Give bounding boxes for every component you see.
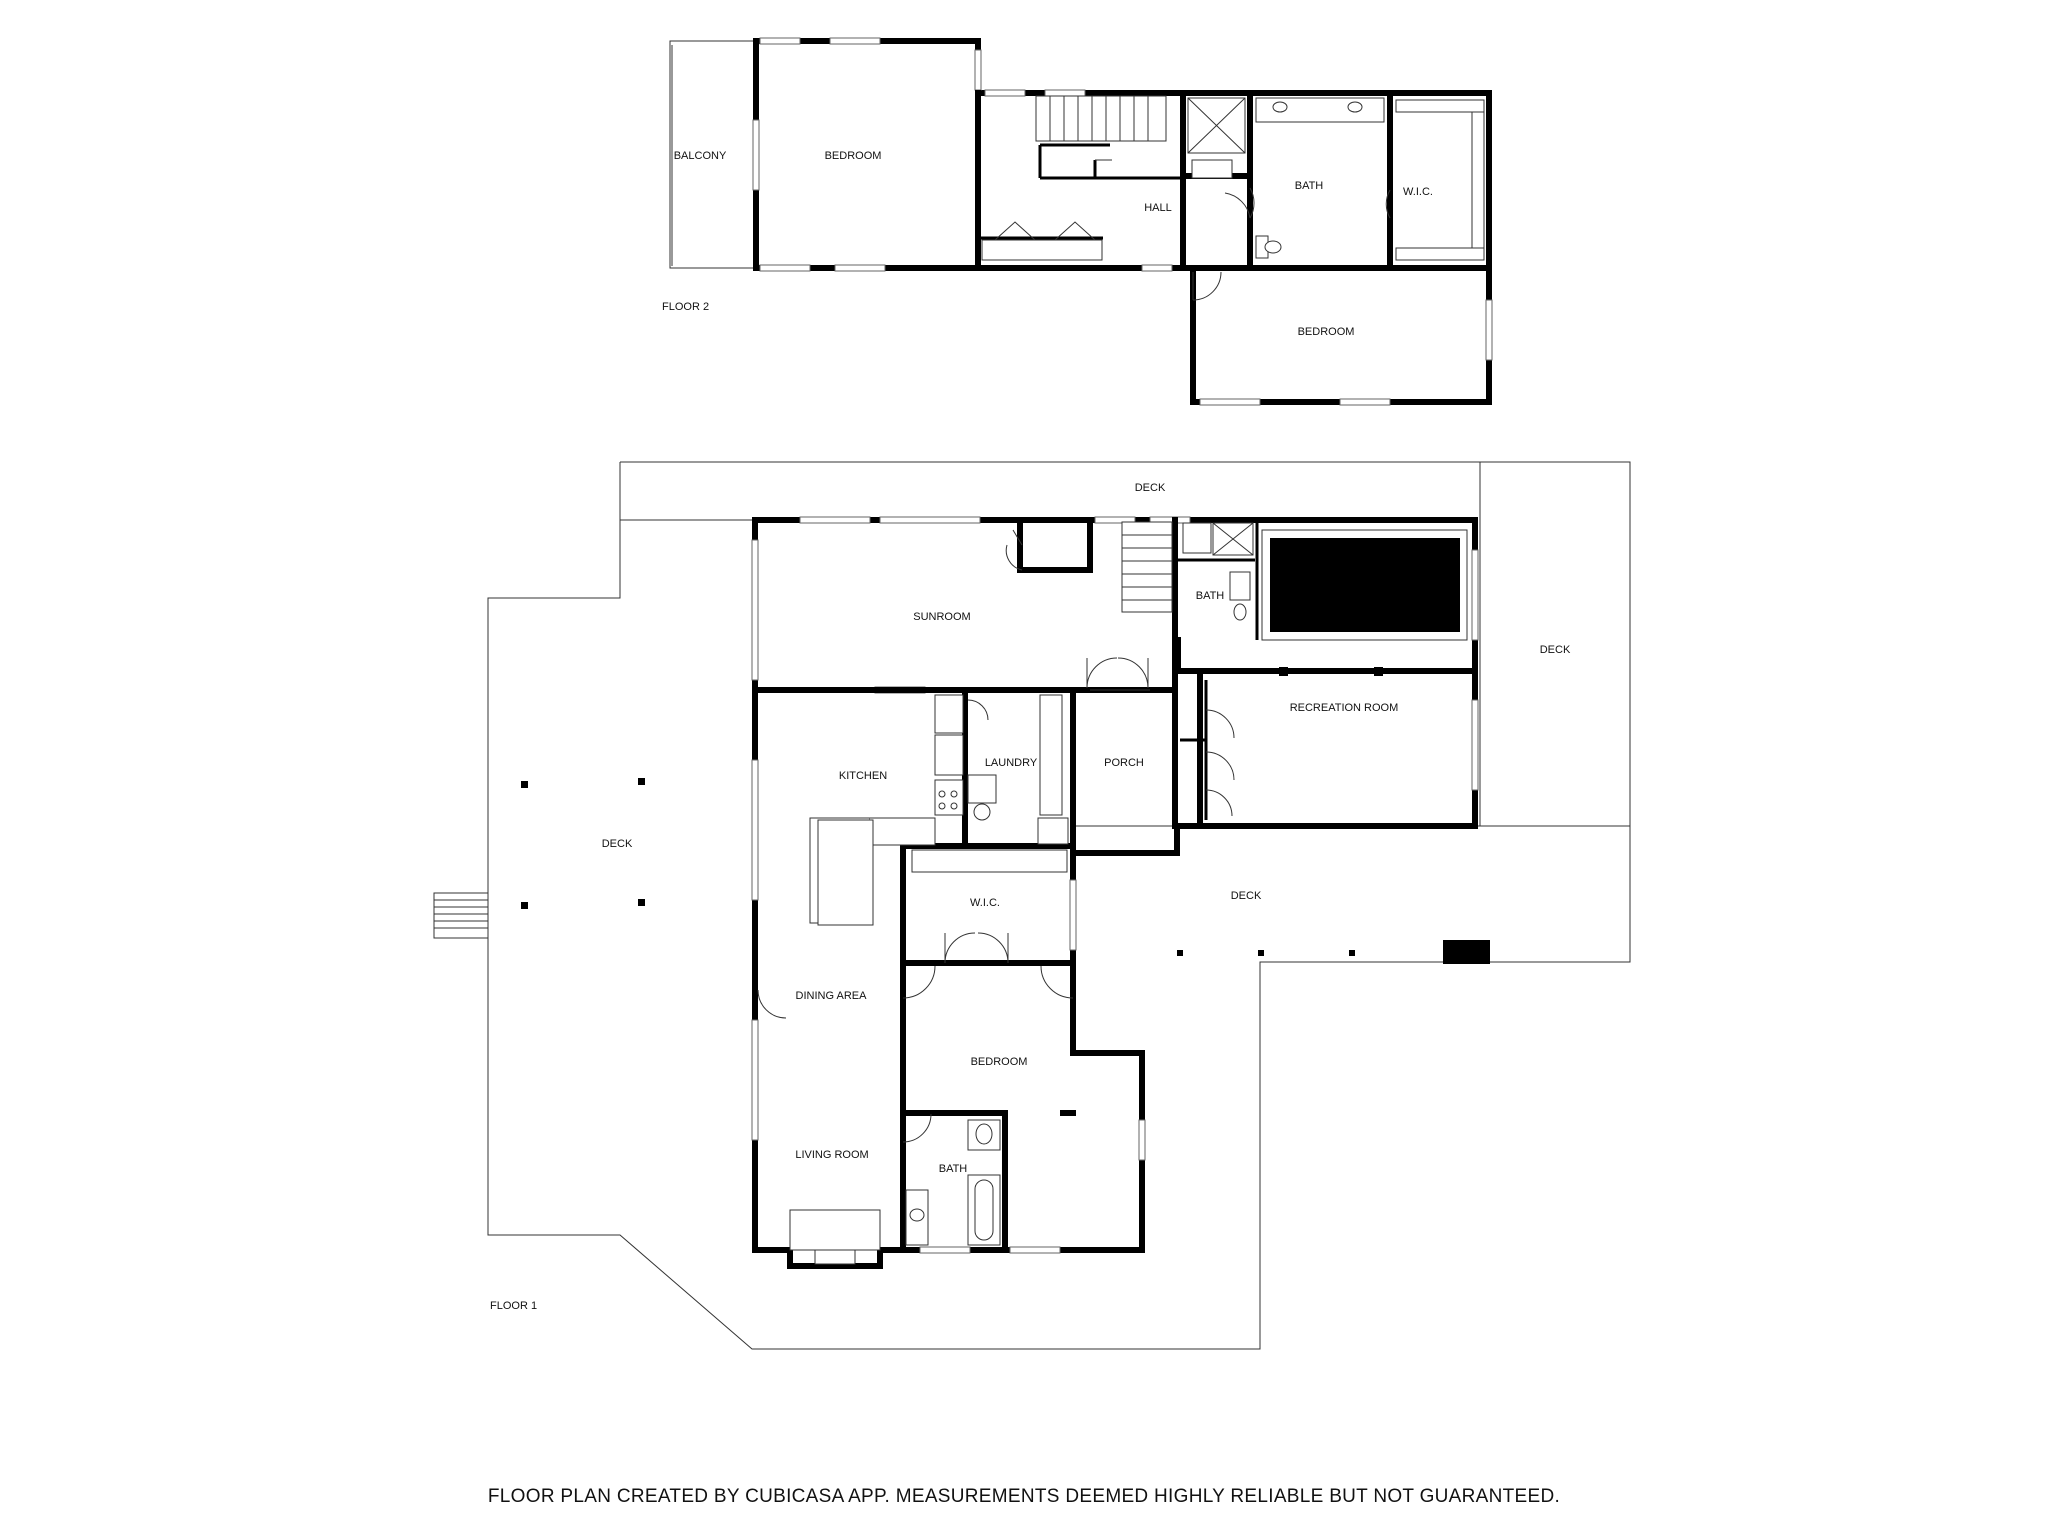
dining-area-label: DINING AREA — [796, 990, 868, 1002]
living-room-label: LIVING ROOM — [795, 1149, 868, 1161]
porch-label: PORCH — [1104, 757, 1144, 769]
stairs-floor1 — [1121, 521, 1173, 613]
balcony-label: BALCONY — [674, 150, 727, 162]
floor-1-plan — [433, 461, 1631, 1350]
deck-left-label: DECK — [602, 838, 633, 850]
wic-floor1-label: W.I.C. — [970, 897, 1000, 909]
bedroom-lower-label: BEDROOM — [1298, 326, 1355, 338]
disclaimer-text: FLOOR PLAN CREATED BY CUBICASA APP. MEAS… — [487, 1486, 1561, 1507]
bath-floor1-lower-label: BATH — [939, 1163, 968, 1175]
hall-label: HALL — [1144, 202, 1172, 214]
bath-upper-label: BATH — [1295, 180, 1324, 192]
floor-1-label: FLOOR 1 — [490, 1300, 537, 1312]
floor-2-plan — [669, 37, 1493, 406]
wic-upper-label: W.I.C. — [1403, 186, 1433, 198]
bedroom-floor1-label: BEDROOM — [971, 1056, 1028, 1068]
bath-floor1-upper-label: BATH — [1196, 590, 1225, 602]
deck-stairs — [433, 892, 489, 939]
deck-right-label: DECK — [1540, 644, 1571, 656]
sunroom-label: SUNROOM — [913, 611, 970, 623]
room-labels: BALCONY BEDROOM HALL BATH W.I.C. BEDROOM… — [490, 150, 1571, 1312]
deck-lower-label: DECK — [1231, 890, 1262, 902]
kitchen-label: KITCHEN — [839, 770, 887, 782]
floor-2-label: FLOOR 2 — [662, 301, 709, 313]
bedroom-main-label: BEDROOM — [825, 150, 882, 162]
laundry-label: LAUNDRY — [985, 757, 1038, 769]
deck-top-label: DECK — [1135, 482, 1166, 494]
stairs-floor2 — [1035, 95, 1167, 142]
recreation-room-label: RECREATION ROOM — [1290, 702, 1399, 714]
